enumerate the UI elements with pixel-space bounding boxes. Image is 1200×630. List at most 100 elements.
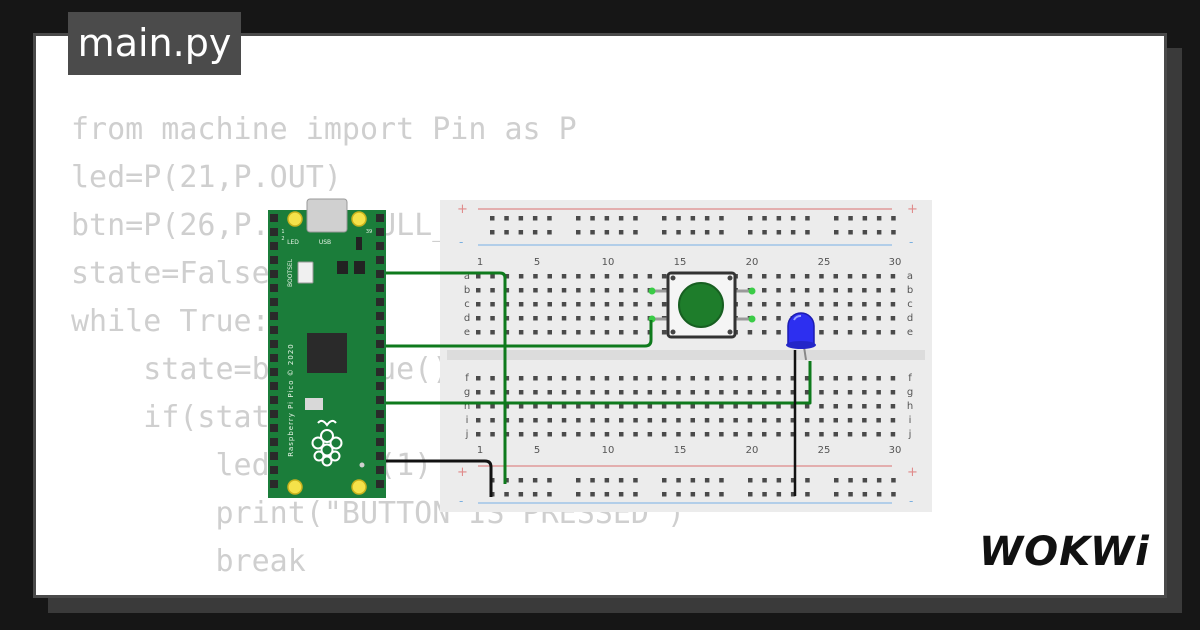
breadboard-hole (533, 302, 538, 307)
breadboard-hole (762, 302, 767, 307)
led-label: LED (287, 239, 299, 246)
breadboard-hole (833, 330, 838, 335)
breadboard-hole (533, 330, 538, 335)
rail-hole (776, 492, 782, 497)
rail-hole (504, 478, 509, 483)
breadboard-hole (504, 288, 510, 293)
breadboard-hole (533, 316, 538, 321)
breadboard-hole (604, 330, 610, 335)
smd-component (356, 237, 362, 250)
breadboard-hole (547, 404, 552, 409)
file-tab[interactable]: main.py (68, 12, 241, 75)
breadboard-hole (762, 390, 767, 395)
breadboard-hole (862, 376, 867, 381)
flash-chip (305, 398, 323, 410)
breadboard-hole (604, 316, 610, 321)
column-label: 30 (889, 257, 902, 268)
breadboard-hole (890, 390, 896, 395)
rail-hole (776, 216, 782, 221)
rail-hole (518, 216, 524, 221)
rail-hole (576, 492, 581, 497)
pico-pin (270, 410, 278, 418)
rail-plus-label: + (457, 465, 468, 480)
breadboard-hole (476, 404, 481, 409)
breadboard-hole (647, 390, 653, 395)
pico-pin (270, 242, 278, 250)
pico-pin (270, 396, 278, 404)
breadboard-hole (576, 288, 581, 293)
breadboard-hole (876, 376, 881, 381)
pushbutton[interactable] (648, 271, 756, 339)
breadboard-hole (747, 330, 753, 335)
breadboard-hole (604, 418, 610, 423)
rail-hole (876, 492, 882, 497)
breadboard-hole (876, 418, 881, 423)
breadboard-hole (504, 302, 510, 307)
logo-text: WOKWi (979, 529, 1150, 575)
breadboard-hole (619, 404, 624, 409)
column-label: 10 (602, 257, 615, 268)
button-cap[interactable] (678, 282, 724, 328)
rail-hole (719, 478, 724, 483)
breadboard-hole (847, 316, 853, 321)
rail-hole (504, 216, 509, 221)
breadboard-hole (490, 418, 495, 423)
breadboard-hole (890, 288, 896, 293)
breadboard-hole (490, 330, 495, 335)
wire-green-button (378, 320, 653, 348)
blue-led[interactable] (786, 312, 816, 361)
breadboard-hole (604, 404, 610, 409)
pico-pin (376, 354, 384, 362)
row-label: i (909, 415, 912, 426)
breadboard-hole (633, 288, 638, 293)
rail-hole (790, 216, 796, 221)
rail-hole (576, 216, 581, 221)
raspberry-logo-icon (311, 419, 343, 467)
rail-hole (590, 216, 595, 221)
breadboard-hole (590, 274, 595, 279)
breadboard-hole (590, 288, 595, 293)
breadboard-hole (476, 432, 481, 437)
breadboard-hole (504, 316, 510, 321)
pico-pin (270, 298, 278, 306)
rail-hole (876, 230, 882, 235)
breadboard-hole (561, 418, 567, 423)
breadboard-hole (590, 418, 595, 423)
breadboard-hole (862, 418, 867, 423)
breadboard-hole (776, 390, 781, 395)
breadboard-hole (876, 288, 881, 293)
rail-hole (805, 216, 810, 221)
breadboard-hole (719, 376, 724, 381)
mounting-hole (351, 211, 367, 227)
rail-hole (891, 478, 896, 483)
rail-hole (590, 492, 595, 497)
rail-hole (690, 492, 696, 497)
breadboard-hole (847, 330, 853, 335)
rail-hole (834, 478, 839, 483)
column-label: 25 (818, 445, 831, 456)
pico-pin (376, 298, 384, 306)
rail-minus-label: - (909, 235, 913, 249)
breadboard-hole (476, 418, 481, 423)
breadboard-hole (747, 302, 753, 307)
bootsel-button[interactable] (297, 261, 314, 284)
breadboard-hole (733, 404, 738, 409)
breadboard-hole (776, 404, 781, 409)
breadboard-hole (762, 418, 767, 423)
breadboard-hole (490, 288, 495, 293)
breadboard-hole (719, 390, 724, 395)
breadboard-hole (590, 376, 595, 381)
raspberry-pi-pico[interactable]: LED USB 1 2 39 BOOTSEL Raspberry Pi Pico… (268, 198, 386, 498)
rail-hole (762, 216, 767, 221)
breadboard-hole (876, 330, 881, 335)
pico-pin (270, 228, 278, 236)
breadboard-hole (747, 432, 753, 437)
rail-hole (690, 230, 696, 235)
breadboard-hole (862, 330, 867, 335)
breadboard-hole (490, 432, 495, 437)
rail-hole (848, 230, 853, 235)
breadboard-hole (747, 376, 753, 381)
breadboard-hole (590, 316, 595, 321)
breadboard-hole (847, 404, 853, 409)
breadboard-hole (547, 418, 552, 423)
